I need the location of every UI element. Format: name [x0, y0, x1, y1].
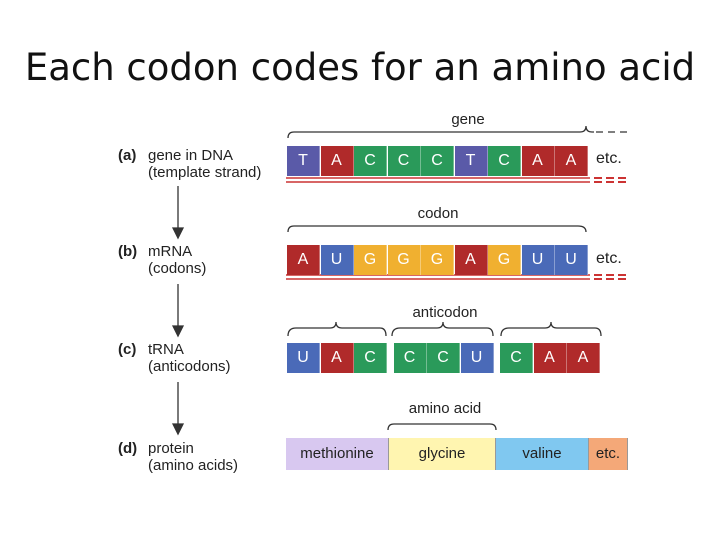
dna-base-5: C [421, 146, 454, 176]
mrna-etc-label: etc. [596, 250, 622, 267]
mrna-base-1: A [287, 245, 320, 275]
mrna-base-8: U [521, 245, 555, 275]
mrna-base-3: G [354, 245, 387, 275]
arrow-c-to-d [171, 382, 185, 436]
trna-base-9: A [567, 343, 600, 373]
row-letter-c: (c) [118, 341, 137, 358]
anticodon-bracket-2 [391, 321, 494, 337]
arrow-b-to-c [171, 284, 185, 338]
arrow-a-to-b [171, 186, 185, 240]
dna-base-6: T [454, 146, 488, 176]
dna-etc-label: etc. [596, 150, 622, 167]
amino-acid-bracket-label: amino acid [408, 400, 482, 417]
trna-base-3: C [354, 343, 387, 373]
row-letter-d: (d) [118, 440, 138, 457]
amino-acid-valine: valine [496, 438, 589, 470]
trna-base-4: C [393, 343, 427, 373]
row-label-a: (a) gene in DNA (template strand) [118, 147, 261, 181]
row-label-c: (c) tRNA (anticodons) [118, 341, 231, 375]
codon-bracket [287, 225, 587, 233]
row-subtitle-b: (codons) [148, 260, 207, 277]
row-letter-a: (a) [118, 147, 137, 164]
mrna-base-9: U [555, 245, 588, 275]
row-subtitle-d: (amino acids) [148, 457, 239, 474]
row-label-d: (d) protein (amino acids) [118, 440, 238, 474]
row-title-d: protein [148, 440, 194, 457]
trna-base-1: U [287, 343, 320, 373]
row-label-b: (b) mRNA (codons) [118, 243, 206, 277]
row-subtitle-a: (template strand) [148, 164, 262, 181]
trna-base-5: C [427, 343, 460, 373]
anticodon-bracket-label: anticodon [412, 304, 478, 321]
amino-acid-glycine: glycine [389, 438, 496, 470]
amino-acid-etc: etc. [589, 438, 628, 470]
trna-base-2: A [320, 343, 354, 373]
dna-base-7: C [488, 146, 521, 176]
gene-bracket [287, 125, 594, 139]
trna-base-7: C [500, 343, 533, 373]
row-title-a: gene in DNA [148, 147, 234, 164]
amino-acid-methionine: methionine [286, 438, 389, 470]
mrna-base-5: G [421, 245, 454, 275]
amino-acid-bracket [387, 423, 497, 431]
trna-base-6: U [460, 343, 494, 373]
row-letter-b: (b) [118, 243, 138, 260]
anticodon-bracket-3 [500, 321, 602, 337]
mrna-base-4: G [387, 245, 421, 275]
slide-title: Each codon codes for an amino acid [24, 46, 696, 89]
row-subtitle-c: (anticodons) [148, 358, 231, 375]
row-title-b: mRNA [148, 243, 193, 260]
mrna-base-7: G [488, 245, 521, 275]
dna-base-3: C [354, 146, 387, 176]
mrna-base-6: A [454, 245, 488, 275]
dna-base-1: T [287, 146, 320, 176]
dna-base-2: A [320, 146, 354, 176]
dna-base-8: A [521, 146, 555, 176]
codon-bracket-label: codon [417, 205, 459, 222]
mrna-base-2: U [320, 245, 354, 275]
row-title-c: tRNA [148, 341, 184, 358]
dna-base-4: C [387, 146, 421, 176]
anticodon-bracket-1 [287, 321, 387, 337]
dna-base-9: A [555, 146, 588, 176]
gene-bracket-label: gene [451, 111, 485, 128]
trna-base-8: A [533, 343, 567, 373]
